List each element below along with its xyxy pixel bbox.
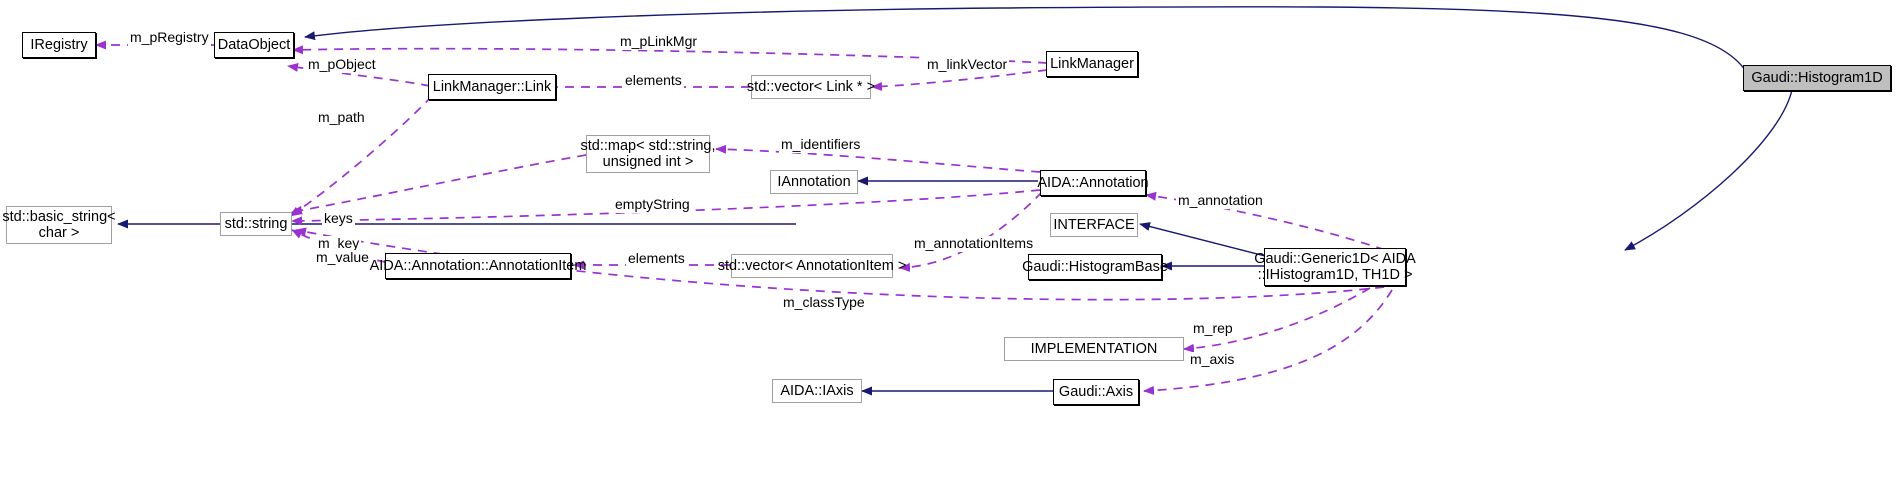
node-label: Gaudi::Generic1D< AIDA ::IHistogram1D, T… (1254, 250, 1416, 283)
node-histogram1d[interactable]: Gaudi::Histogram1D (1743, 65, 1891, 91)
node-label: DataObject (217, 36, 291, 53)
node-interface[interactable]: INTERFACE (1050, 213, 1138, 237)
edge-use-keys (291, 154, 587, 215)
node-label: std::string (224, 215, 288, 232)
edge-label-m-linkVector: m_linkVector (925, 56, 1010, 73)
edge-label-m-pLinkMgr: m_pLinkMgr (618, 33, 700, 50)
node-linkmanager[interactable]: LinkManager (1046, 51, 1138, 77)
edge-use-m-identifiers (715, 144, 1041, 173)
edge-label-elements-item: elements (626, 250, 687, 267)
node-label: AIDA::Annotation::AnnotationItem (369, 257, 587, 274)
node-linkmanager-link[interactable]: LinkManager::Link (428, 74, 556, 100)
node-iannotation[interactable]: IAnnotation (770, 170, 858, 194)
edge-label-emptyString: emptyString (613, 196, 692, 213)
node-dataobject[interactable]: DataObject (214, 32, 294, 58)
node-label: AIDA::Annotation (1037, 174, 1149, 191)
node-iregistry[interactable]: IRegistry (22, 32, 96, 58)
edge-label-m-pRegistry: m_pRegistry (128, 29, 211, 46)
node-label: Gaudi::Axis (1058, 383, 1134, 400)
node-histogram-base[interactable]: Gaudi::HistogramBase (1022, 254, 1168, 280)
edge-label-m-key: m_key (316, 235, 362, 252)
node-label: IAnnotation (777, 173, 851, 190)
node-gaudi-axis[interactable]: Gaudi::Axis (1053, 379, 1139, 405)
edge-label-m-annotationItems: m_annotationItems (912, 235, 1036, 252)
edge-inherit-generic1d-histogram1d (1624, 89, 1793, 251)
edge-label-m-rep: m_rep (1191, 320, 1235, 337)
node-implementation[interactable]: IMPLEMENTATION (1004, 337, 1184, 361)
node-label: AIDA::IAxis (780, 382, 854, 399)
node-generic1d[interactable]: Gaudi::Generic1D< AIDA ::IHistogram1D, T… (1254, 248, 1416, 286)
node-label: std::map< std::string, unsigned int > (580, 137, 716, 170)
edge-use-m-rep (1183, 287, 1371, 353)
node-basic-string[interactable]: std::basic_string< char > (2, 206, 116, 244)
node-label: Gaudi::Histogram1D (1751, 69, 1883, 86)
node-annotation-item[interactable]: AIDA::Annotation::AnnotationItem (370, 253, 586, 279)
edge-label-m-value: m_value (314, 249, 371, 266)
node-label: LinkManager::Link (432, 78, 552, 95)
edge-label-m-annotation: m_annotation (1176, 192, 1265, 209)
node-iaxis[interactable]: AIDA::IAxis (772, 379, 862, 403)
node-label: IRegistry (30, 36, 88, 53)
edge-inherit-dataobject-histogram1d (304, 6, 1746, 71)
node-aida-annotation[interactable]: AIDA::Annotation (1037, 170, 1149, 196)
node-label: INTERFACE (1053, 216, 1135, 233)
node-label: std::basic_string< char > (2, 208, 116, 241)
node-vector-link[interactable]: std::vector< Link * > (747, 75, 875, 99)
node-label: Gaudi::HistogramBase (1022, 258, 1168, 275)
edge-label-m-axis: m_axis (1188, 351, 1237, 368)
edge-label-m-classType: m_classType (781, 294, 867, 311)
node-std-string[interactable]: std::string (220, 212, 292, 236)
node-label: std::vector< AnnotationItem > (717, 257, 907, 274)
edge-label-m-identifiers: m_identifiers (779, 136, 863, 153)
edge-label-m-pObject: m_pObject (306, 56, 378, 73)
edge-inherit-interface-generic1d (1139, 222, 1266, 257)
edge-use-m-annotationItems (899, 191, 1043, 272)
edge-label-elements-link: elements (623, 72, 684, 89)
node-vector-annotation-item[interactable]: std::vector< AnnotationItem > (718, 254, 906, 278)
edge-label-m-path: m_path (316, 109, 367, 126)
node-label: IMPLEMENTATION (1030, 340, 1158, 357)
node-label: std::vector< Link * > (746, 78, 876, 95)
node-map-string-uint[interactable]: std::map< std::string, unsigned int > (581, 135, 716, 173)
edge-label-keys: keys (322, 210, 355, 227)
node-label: LinkManager (1050, 55, 1134, 72)
